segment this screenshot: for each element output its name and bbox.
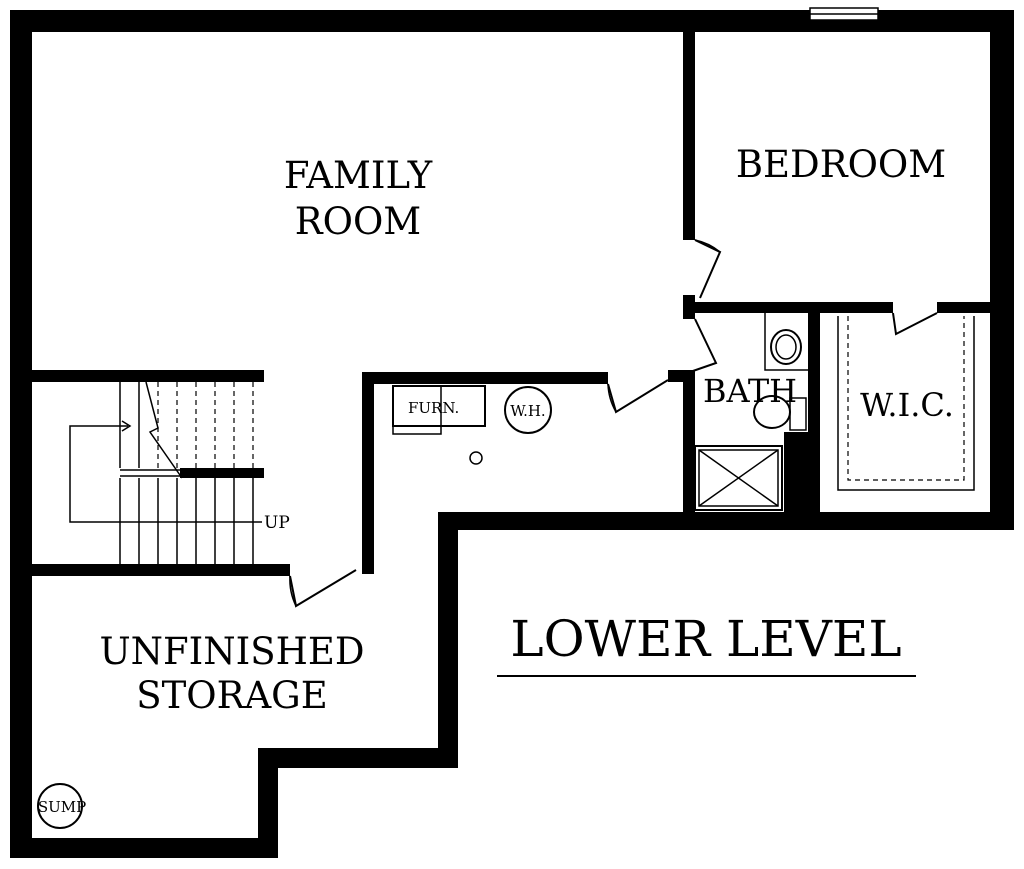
storage-label-line2: STORAGE — [136, 674, 328, 717]
wall-step-horizontal — [258, 748, 458, 768]
wall-top — [10, 10, 1014, 32]
wall-left — [10, 10, 32, 858]
wall-step-top — [438, 512, 1014, 530]
furnace-label: FURN. — [408, 399, 459, 417]
stair-direction-arrow — [69, 425, 262, 523]
family-room-label-line2: ROOM — [295, 200, 421, 243]
wall-bath-wic — [808, 310, 820, 520]
wall-stair-bottom — [28, 564, 290, 576]
bath-label: BATH — [703, 372, 797, 410]
wall-family-bedroom — [683, 28, 695, 240]
sink — [770, 329, 802, 365]
bedroom-label: BEDROOM — [736, 143, 946, 186]
sump-pit: SUMP — [37, 783, 86, 829]
interior-walls — [28, 28, 993, 576]
wall-mech-top-right — [668, 370, 695, 382]
doors — [289, 239, 938, 608]
sump-label: SUMP — [38, 798, 86, 816]
mechanical-fixtures: FURN. W.H. — [392, 385, 552, 465]
wic-label: W.I.C. — [860, 386, 954, 424]
water-heater — [504, 386, 552, 434]
plan-title: LOWER LEVEL — [510, 610, 901, 668]
bath-fixtures — [694, 313, 808, 511]
floor-drain — [469, 451, 483, 465]
wall-right-upper — [990, 10, 1014, 530]
wall-shower-pony — [784, 432, 808, 520]
wic-shelving — [837, 316, 975, 491]
wall-bedroom-bottom-left — [683, 302, 893, 313]
wall-bedroom-bottom-right — [937, 302, 993, 313]
wall-step-vertical-low — [258, 748, 278, 858]
wall-mech-top — [362, 372, 608, 384]
wall-step-vertical-high — [438, 512, 458, 768]
wall-bath-left — [683, 370, 695, 520]
shower — [694, 445, 783, 511]
stairs-up-label: UP — [264, 513, 290, 533]
stairs: UP — [69, 381, 290, 564]
wall-bedroom-door-stub — [683, 295, 695, 319]
plan-title-group: LOWER LEVEL — [497, 610, 916, 677]
stair-treads-upper — [119, 382, 254, 468]
wall-mech-left — [362, 372, 374, 574]
water-heater-label: W.H. — [510, 402, 545, 420]
family-room-label-line1: FAMILY — [284, 154, 433, 197]
stair-treads-lower — [119, 469, 254, 564]
wall-bottom-left — [10, 838, 278, 858]
window-bedroom — [809, 7, 879, 21]
room-labels: FAMILY ROOM BEDROOM BATH W.I.C. UNFINISH… — [99, 143, 953, 717]
wall-stair-landing — [180, 468, 264, 478]
storage-label-line1: UNFINISHED — [99, 630, 364, 673]
exterior-walls — [10, 10, 1014, 858]
wall-stair-top — [28, 370, 264, 382]
